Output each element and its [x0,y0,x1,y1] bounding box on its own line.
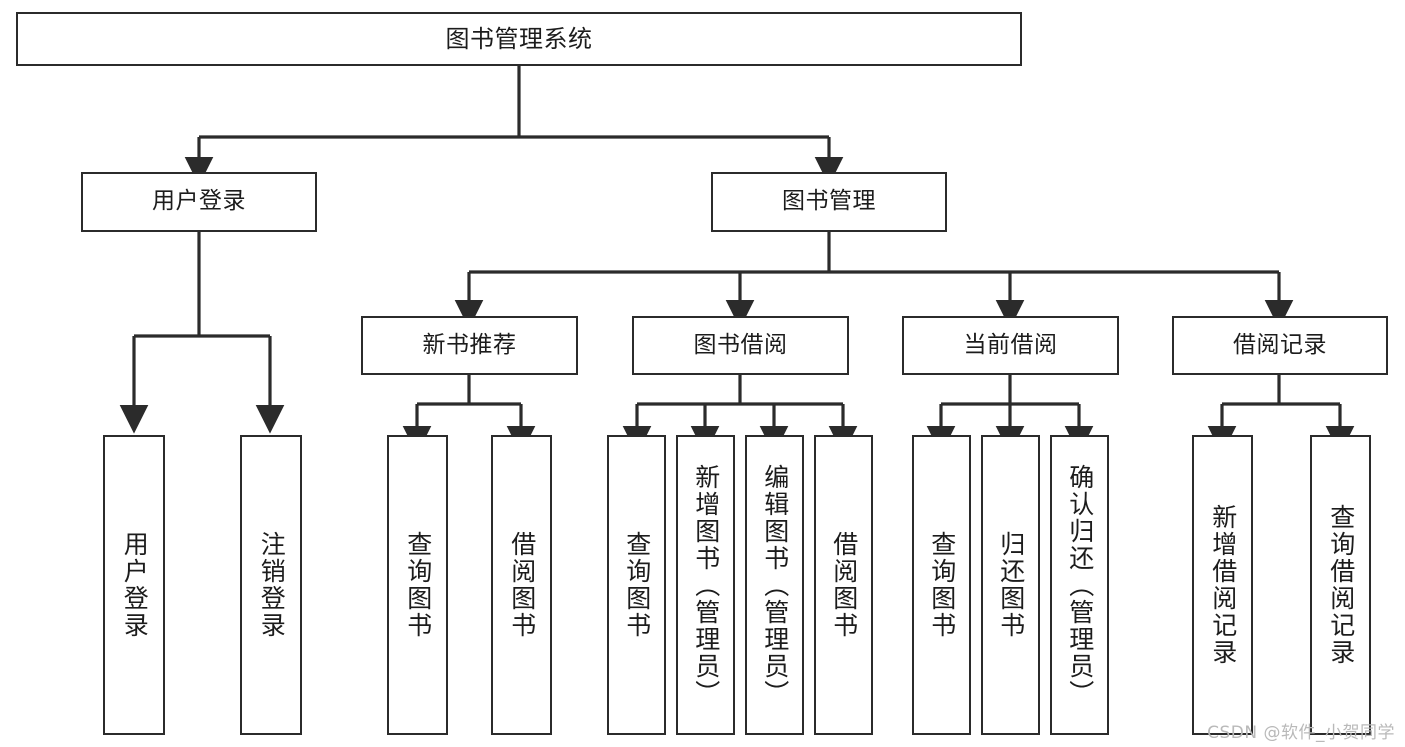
leaf-user-login[interactable]: 用户登录 [103,435,165,735]
node-label: 图书管理系统 [445,24,593,53]
node-label: 查询借阅记录 [1326,504,1356,666]
node-label: 新增图书（管理员） [691,463,721,707]
leaf-edit-book-admin[interactable]: 编辑图书（管理员） [745,435,804,735]
node-user-login[interactable]: 用户登录 [81,172,317,232]
node-label: 注销登录 [257,531,287,639]
watermark-text: CSDN @软件_小贺同学 [1207,723,1395,743]
leaf-return-book[interactable]: 归还图书 [981,435,1040,735]
leaf-add-borrow-record[interactable]: 新增借阅记录 [1192,435,1253,735]
node-book-borrow[interactable]: 图书借阅 [632,316,849,375]
leaf-borrow-book[interactable]: 借阅图书 [814,435,873,735]
node-label: 查询图书 [403,531,433,639]
node-label: 编辑图书（管理员） [760,463,790,707]
node-label: 图书管理 [782,188,876,215]
leaf-query-book-recommend[interactable]: 查询图书 [387,435,448,735]
leaf-confirm-return-admin[interactable]: 确认归还（管理员） [1050,435,1109,735]
node-label: 查询图书 [927,531,957,639]
node-label: 归还图书 [996,531,1026,639]
node-label: 查询图书 [622,531,652,639]
node-label: 确认归还（管理员） [1065,463,1095,707]
leaf-query-book-borrow[interactable]: 查询图书 [607,435,666,735]
node-label: 借阅记录 [1233,331,1327,358]
node-label: 借阅图书 [507,531,537,639]
leaf-query-book-current[interactable]: 查询图书 [912,435,971,735]
leaf-borrow-book-recommend[interactable]: 借阅图书 [491,435,552,735]
node-label: 当前借阅 [963,331,1058,358]
node-new-book-recommend[interactable]: 新书推荐 [361,316,578,375]
leaf-add-book-admin[interactable]: 新增图书（管理员） [676,435,735,735]
node-borrow-record[interactable]: 借阅记录 [1172,316,1388,375]
node-label: 借阅图书 [829,531,859,639]
node-current-borrow[interactable]: 当前借阅 [902,316,1119,375]
node-label: 新书推荐 [422,331,517,358]
node-label: 图书借阅 [693,331,788,358]
node-book-management[interactable]: 图书管理 [711,172,947,232]
node-label: 用户登录 [152,188,246,215]
node-label: 新增借阅记录 [1208,504,1238,666]
node-label: 用户登录 [120,531,150,639]
leaf-query-borrow-record[interactable]: 查询借阅记录 [1310,435,1371,735]
node-root-book-management-system[interactable]: 图书管理系统 [16,12,1022,66]
leaf-logout[interactable]: 注销登录 [240,435,302,735]
